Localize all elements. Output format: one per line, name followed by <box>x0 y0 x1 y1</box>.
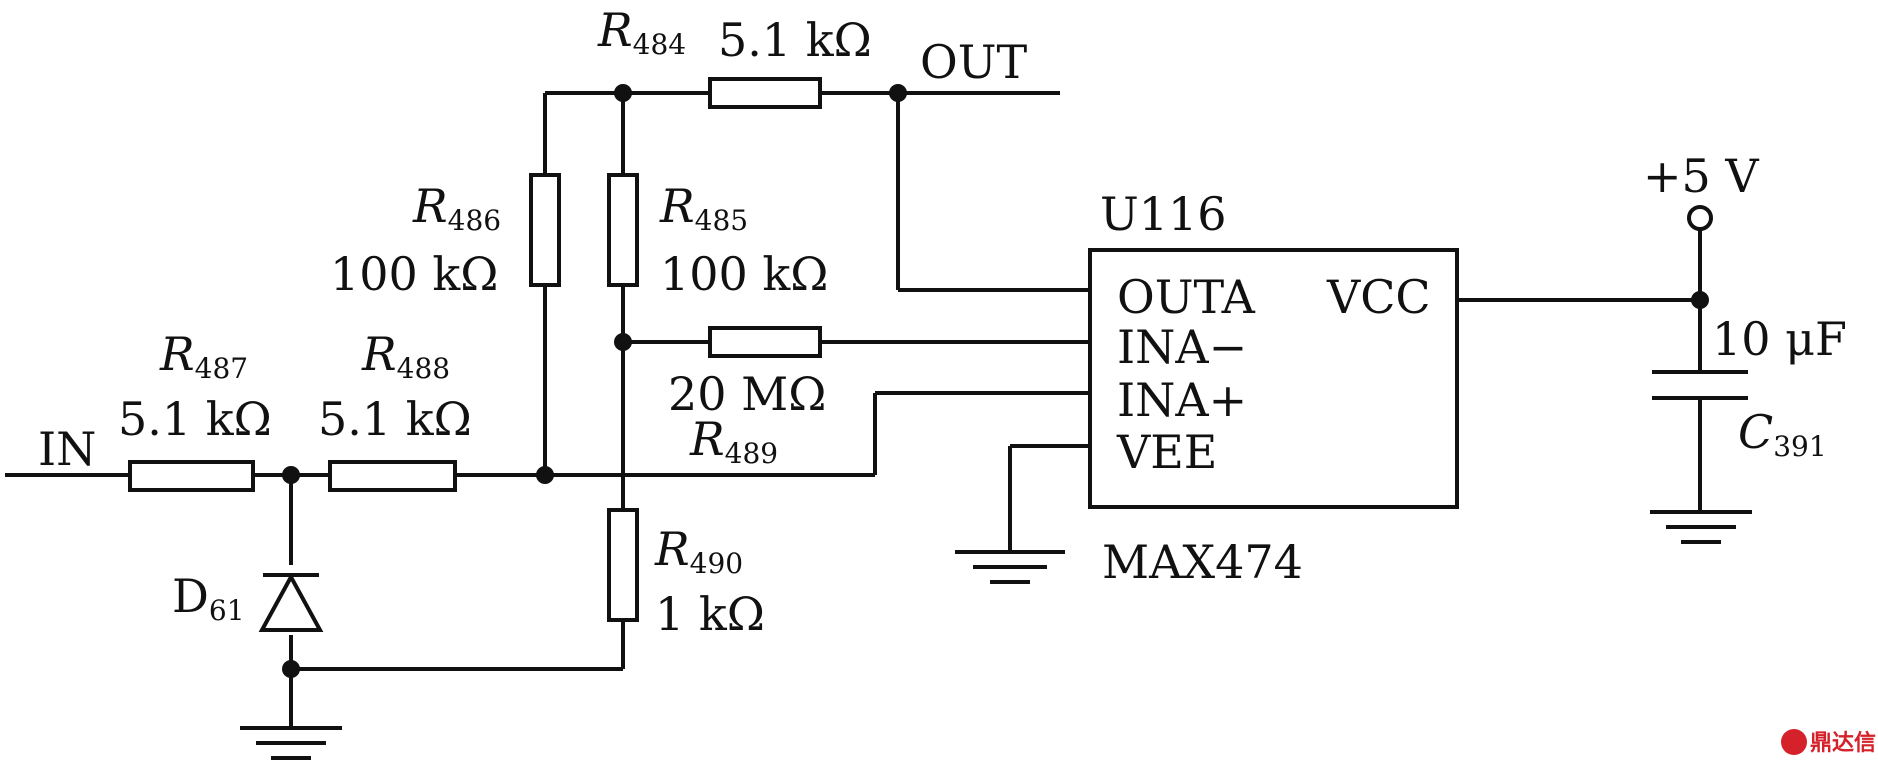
watermark-logo-icon <box>1781 729 1807 755</box>
r484-ref: R484 <box>597 3 686 61</box>
r489-ref: R489 <box>689 412 778 470</box>
r490-ref: R490 <box>654 522 743 580</box>
junction-dot <box>889 84 907 102</box>
r488-ref: R488 <box>361 327 450 385</box>
ic-u116-body <box>1088 248 1459 509</box>
pin-vcc-label: VCC <box>1326 270 1431 324</box>
c391-ref: C391 <box>1738 405 1827 463</box>
resistor-r485 <box>607 173 639 287</box>
pin-vee-label: VEE <box>1116 425 1217 479</box>
r486-ref: R486 <box>412 179 501 237</box>
ground-icon <box>955 550 1065 584</box>
junction-dot <box>1691 291 1709 309</box>
ground-icon <box>1650 510 1752 544</box>
r484-value: 5.1 kΩ <box>718 13 872 67</box>
r489-value: 20 MΩ <box>668 367 826 421</box>
pin-ina-minus-label: INA− <box>1117 320 1247 374</box>
r488-value: 5.1 kΩ <box>318 392 472 446</box>
junction-dot <box>536 466 554 484</box>
watermark-text: 鼎达信 <box>1810 730 1876 756</box>
d61-ref: D61 <box>172 569 245 627</box>
ground-icon <box>240 726 342 760</box>
r486-value: 100 kΩ <box>330 247 498 301</box>
wires <box>5 91 1702 728</box>
junction-dot <box>282 660 300 678</box>
resistor-r489 <box>708 326 822 358</box>
junctions <box>282 84 1709 678</box>
out-label: OUT <box>920 35 1027 89</box>
diode-d61 <box>258 572 324 632</box>
pin-ina-plus-label: INA+ <box>1117 373 1247 427</box>
junction-dot <box>614 84 632 102</box>
resistor-r486 <box>529 173 561 287</box>
resistor-r487 <box>128 460 255 492</box>
resistor-r490 <box>607 508 639 622</box>
c391-value: 10 μF <box>1712 312 1847 366</box>
r485-ref: R485 <box>659 179 748 237</box>
supply-terminal-icon <box>1687 205 1713 231</box>
diode-triangle <box>258 572 324 632</box>
capacitor-c391 <box>1652 370 1748 400</box>
junction-dot <box>614 333 632 351</box>
resistor-r488 <box>328 460 457 492</box>
pin-outa-label: OUTA <box>1117 270 1256 324</box>
ic-part-label: MAX474 <box>1102 535 1303 589</box>
r485-value: 100 kΩ <box>660 247 828 301</box>
r487-value: 5.1 kΩ <box>118 392 272 446</box>
ic-ref-label: U116 <box>1100 187 1227 241</box>
in-label: IN <box>38 422 96 476</box>
supply-label: +5 V <box>1643 149 1759 203</box>
watermark-logo: 鼎达信 <box>1781 729 1876 756</box>
r487-ref: R487 <box>159 327 248 385</box>
r490-value: 1 kΩ <box>655 587 765 641</box>
resistor-r484 <box>708 77 822 109</box>
junction-dot <box>282 466 300 484</box>
